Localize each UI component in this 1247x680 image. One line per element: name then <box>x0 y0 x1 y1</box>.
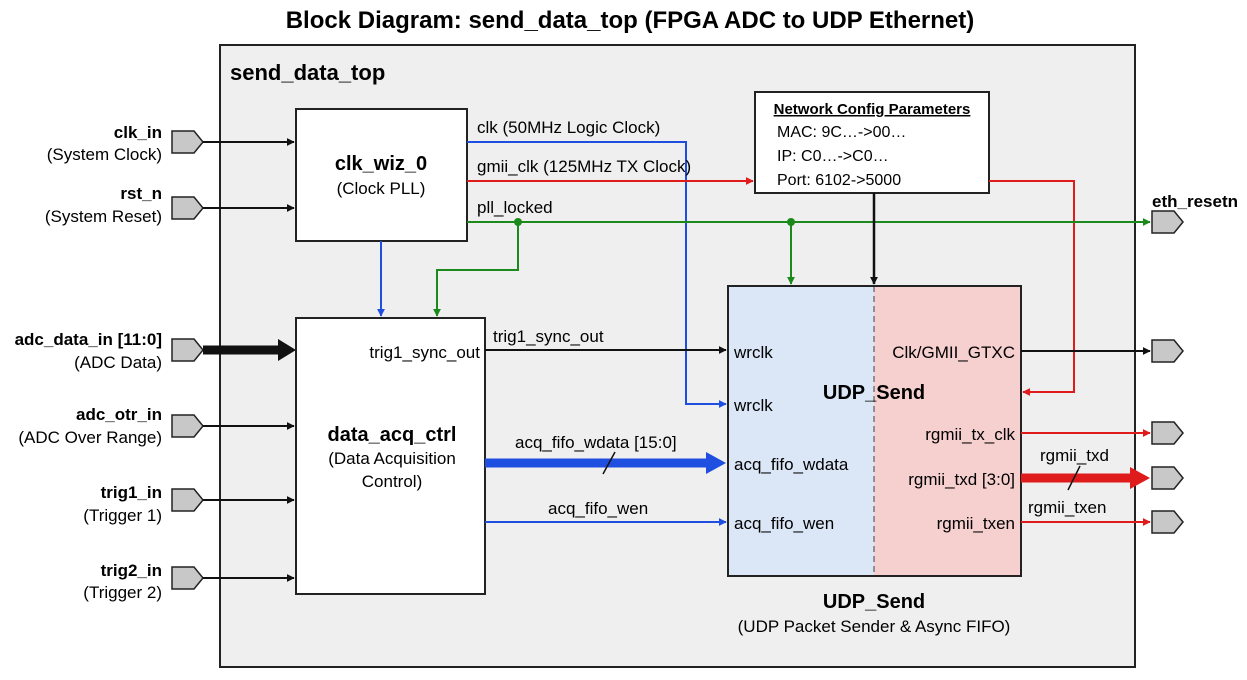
network-config-mac: MAC: 9C…->00… <box>777 124 906 141</box>
data-acq-port-trig: trig1_sync_out <box>369 343 480 362</box>
network-config-port: Port: 6102->5000 <box>777 172 901 189</box>
network-config-box <box>754 91 990 194</box>
label-clk-50mhz: clk (50MHz Logic Clock) <box>477 118 660 137</box>
udp-port-wrclk-1: wrclk <box>733 343 773 362</box>
udp-port-rgmii-txen: rgmii_txen <box>937 514 1015 533</box>
input-adc-otr-desc: (ADC Over Range) <box>18 428 162 447</box>
label-acq-fifo-wen: acq_fifo_wen <box>548 499 648 518</box>
bus-adc-data-arrowhead <box>278 339 296 361</box>
udp-send-desc: (UDP Packet Sender & Async FIFO) <box>738 617 1011 636</box>
udp-port-clk-gmii-gtxc: Clk/GMII_GTXC <box>892 343 1015 362</box>
wire-pll-locked-to-data-acq <box>433 222 519 317</box>
output-port-gmii-gtxc <box>1151 339 1184 363</box>
label-acq-fifo-wdata: acq_fifo_wdata [15:0] <box>515 433 677 452</box>
input-trig1-name: trig1_in <box>101 483 162 502</box>
diagram-title: Block Diagram: send_data_top (FPGA ADC t… <box>286 7 975 34</box>
input-trig1-desc: (Trigger 1) <box>83 506 162 525</box>
data-acq-desc2: Control) <box>362 472 422 491</box>
network-config-ip: IP: C0…->C0… <box>777 148 889 165</box>
clk-wiz-block <box>295 108 468 242</box>
udp-port-acq-fifo-wdata: acq_fifo_wdata <box>734 455 849 474</box>
output-port-rgmii-tx-clk <box>1151 421 1184 445</box>
input-port-adc-otr <box>171 414 204 438</box>
input-port-trig1 <box>171 488 204 512</box>
bus-width-slash-txd <box>1067 465 1081 491</box>
input-port-trig2 <box>171 566 204 590</box>
udp-send-mac-half <box>874 286 1021 576</box>
udp-send-name: UDP_Send <box>823 591 925 613</box>
wire-gmii-clk-to-udp <box>989 180 1075 396</box>
output-eth-resetn-label: eth_resetn <box>1152 192 1238 211</box>
input-adc-data-name: adc_data_in [11:0] <box>15 330 162 349</box>
network-config-title: Network Config Parameters <box>774 101 971 118</box>
wire-clk-50mhz <box>467 141 727 408</box>
output-port-rgmii-txd <box>1151 466 1184 490</box>
input-trig2-name: trig2_in <box>101 561 162 580</box>
data-acq-desc1: (Data Acquisition <box>328 449 456 468</box>
input-adc-data-desc: (ADC Data) <box>74 353 162 372</box>
top-module-label: send_data_top <box>230 60 385 85</box>
input-trig2-desc: (Trigger 2) <box>83 583 162 602</box>
output-port-eth-resetn <box>1151 210 1184 234</box>
udp-port-acq-fifo-wen: acq_fifo_wen <box>734 514 834 533</box>
udp-send-block <box>727 285 1022 577</box>
input-rst-n-desc: (System Reset) <box>45 207 162 226</box>
label-gmii-clk: gmii_clk (125MHz TX Clock) <box>477 157 691 176</box>
input-rst-n-name: rst_n <box>120 184 162 203</box>
bus-acq-fifo-wdata-arrowhead <box>706 452 726 474</box>
output-port-rgmii-txen <box>1151 510 1184 534</box>
input-port-rst-n <box>171 196 204 220</box>
data-acq-name: data_acq_ctrl <box>328 424 457 446</box>
input-clk-in-name: clk_in <box>114 123 162 142</box>
udp-port-wrclk-2: wrclk <box>733 396 773 415</box>
label-rgmii-txd-out: rgmii_txd <box>1040 446 1109 465</box>
udp-port-rgmii-tx-clk: rgmii_tx_clk <box>925 425 1015 444</box>
udp-send-center-label: UDP_Send <box>823 382 925 404</box>
label-pll-locked: pll_locked <box>477 198 553 217</box>
label-trig1-sync-out: trig1_sync_out <box>493 327 604 346</box>
bus-width-slash-wdata <box>602 451 616 475</box>
label-rgmii-txen-out: rgmii_txen <box>1028 498 1106 517</box>
udp-port-rgmii-txd: rgmii_txd [3:0] <box>908 470 1015 489</box>
data-acq-block <box>295 317 486 595</box>
input-clk-in-desc: (System Clock) <box>47 145 162 164</box>
input-port-clk-in <box>171 130 204 154</box>
input-adc-otr-name: adc_otr_in <box>76 405 162 424</box>
clk-wiz-name: clk_wiz_0 <box>335 153 427 175</box>
input-port-adc-data <box>171 338 204 362</box>
bus-rgmii-txd-arrowhead <box>1130 467 1150 489</box>
udp-send-fifo-half <box>728 286 874 576</box>
clk-wiz-desc: (Clock PLL) <box>337 179 426 198</box>
